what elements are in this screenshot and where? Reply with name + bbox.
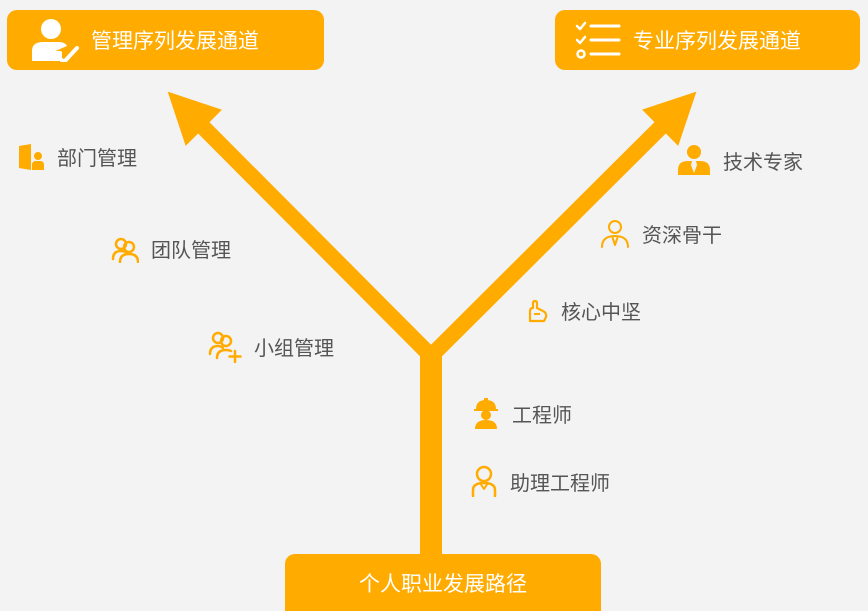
level-core: 核心中坚 — [525, 296, 641, 325]
person-outline-icon — [471, 465, 497, 497]
person-tie-icon — [678, 145, 710, 175]
user-add-icon — [208, 331, 242, 363]
level-technical-expert-label: 技术专家 — [723, 149, 803, 174]
specialist-track-title: 专业序列发展通道 — [633, 29, 801, 53]
level-engineer: 工程师 — [472, 397, 572, 429]
level-engineer-label: 工程师 — [512, 402, 572, 427]
level-department-management: 部门管理 — [17, 142, 137, 171]
specialist-arrow — [425, 91, 697, 362]
personal-career-path-label: 个人职业发展路径 — [359, 571, 527, 596]
hand-icon — [528, 299, 548, 322]
level-assistant-engineer-label: 助理工程师 — [510, 470, 610, 495]
person-suit-icon — [601, 220, 629, 248]
level-team-management: 团队管理 — [111, 234, 231, 263]
management-track-title: 管理序列发展通道 — [91, 29, 259, 53]
users-icon — [111, 237, 139, 263]
level-technical-expert: 技术专家 — [677, 144, 803, 176]
personal-career-path-box: 个人职业发展路径 — [285, 554, 601, 611]
management-arrow — [167, 91, 437, 362]
user-check-icon — [32, 19, 79, 62]
level-group-management: 小组管理 — [208, 329, 334, 363]
specialist-track-header: 专业序列发展通道 — [555, 10, 860, 70]
level-core-label: 核心中坚 — [561, 300, 641, 324]
door-person-icon — [19, 143, 44, 170]
hardhat-worker-icon — [474, 398, 498, 429]
management-track-header: 管理序列发展通道 — [7, 10, 324, 70]
level-senior-backbone-label: 资深骨干 — [642, 222, 722, 247]
level-assistant-engineer: 助理工程师 — [470, 465, 610, 497]
level-group-label: 小组管理 — [254, 335, 334, 360]
level-senior-backbone: 资深骨干 — [600, 218, 722, 248]
checklist-icon — [575, 21, 621, 59]
level-team-label: 团队管理 — [151, 238, 231, 262]
level-department-label: 部门管理 — [57, 146, 137, 170]
